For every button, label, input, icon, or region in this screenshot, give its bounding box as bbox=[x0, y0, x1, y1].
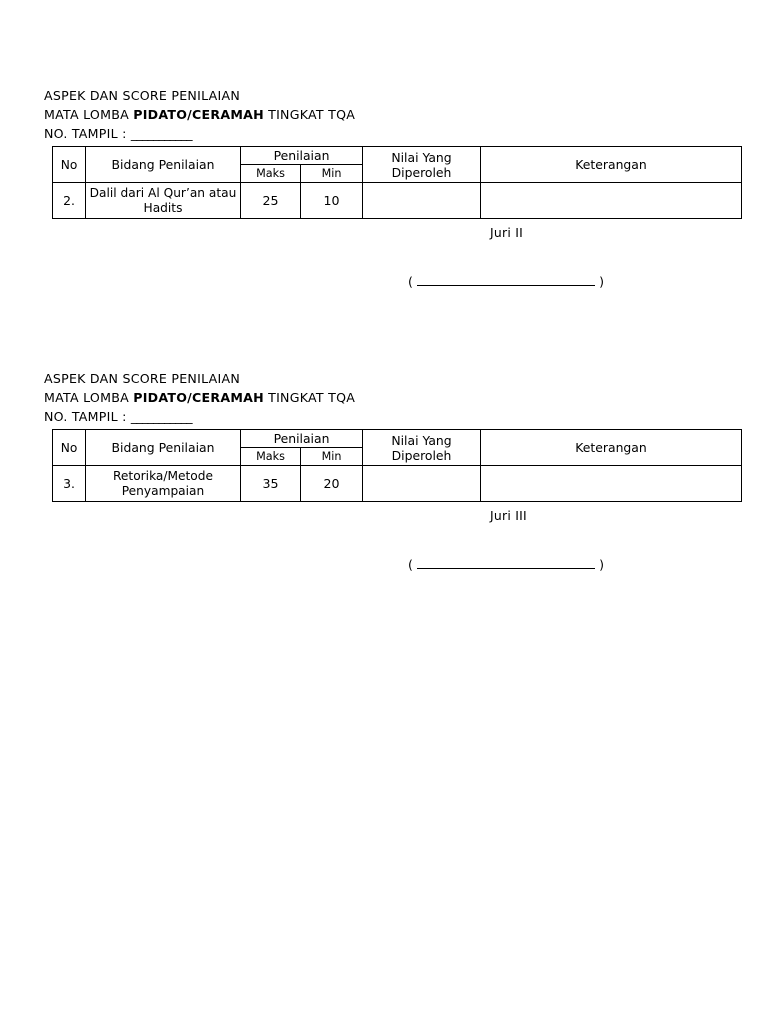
form-heading-2: ASPEK DAN SCORE PENILAIAN MATA LOMBA PID… bbox=[0, 369, 768, 426]
score-form-block-2: ASPEK DAN SCORE PENILAIAN MATA LOMBA PID… bbox=[0, 369, 768, 572]
form-title-suffix: TINGKAT TQA bbox=[263, 390, 356, 405]
signature-name-blank[interactable] bbox=[417, 559, 596, 569]
header-maks: Maks bbox=[240, 164, 301, 183]
header-nilai-yang-diperoleh: Nilai Yang Diperoleh bbox=[362, 146, 481, 183]
score-table-1: No Bidang Penilaian Penilaian Nilai Yang… bbox=[52, 146, 742, 219]
form-title-suffix: TINGKAT TQA bbox=[263, 107, 356, 122]
juri-label-1: Juri II bbox=[490, 225, 524, 240]
header-no: No bbox=[52, 429, 86, 466]
form-title-line-1: ASPEK DAN SCORE PENILAIAN bbox=[44, 88, 241, 103]
score-table-2: No Bidang Penilaian Penilaian Nilai Yang… bbox=[52, 429, 742, 502]
signature-open-paren: ( bbox=[408, 274, 414, 289]
header-keterangan: Keterangan bbox=[480, 429, 742, 466]
signature-close-paren: ) bbox=[599, 274, 605, 289]
table-row: 3. Retorika/Metode Penyampaian 35 20 bbox=[52, 465, 742, 502]
header-maks: Maks bbox=[240, 447, 301, 466]
form-title-competition: PIDATO/CERAMAH bbox=[133, 107, 264, 122]
header-penilaian: Penilaian bbox=[240, 146, 363, 165]
no-tampil-line: NO. TAMPIL : ___________ bbox=[44, 124, 768, 143]
cell-nilai-diperoleh-input[interactable] bbox=[362, 465, 481, 502]
signature-line-2: () bbox=[0, 557, 768, 572]
cell-keterangan-input[interactable] bbox=[480, 182, 742, 219]
header-keterangan: Keterangan bbox=[480, 146, 742, 183]
cell-bidang: Retorika/Metode Penyampaian bbox=[85, 465, 241, 502]
cell-keterangan-input[interactable] bbox=[480, 465, 742, 502]
cell-nilai-diperoleh-input[interactable] bbox=[362, 182, 481, 219]
score-form-block-1: ASPEK DAN SCORE PENILAIAN MATA LOMBA PID… bbox=[0, 86, 768, 289]
cell-no: 3. bbox=[52, 465, 86, 502]
signature-name-blank[interactable] bbox=[417, 276, 596, 286]
no-tampil-blank-field[interactable]: ___________ bbox=[130, 409, 193, 424]
cell-min: 10 bbox=[300, 182, 363, 219]
no-tampil-label: NO. TAMPIL : bbox=[44, 409, 131, 424]
header-bidang-penilaian: Bidang Penilaian bbox=[85, 429, 241, 466]
header-bidang-penilaian: Bidang Penilaian bbox=[85, 146, 241, 183]
signature-line-1: () bbox=[0, 274, 768, 289]
cell-no: 2. bbox=[52, 182, 86, 219]
header-min: Min bbox=[300, 164, 363, 183]
juri-label-2: Juri III bbox=[490, 508, 527, 523]
no-tampil-label: NO. TAMPIL : bbox=[44, 126, 131, 141]
header-penilaian: Penilaian bbox=[240, 429, 363, 448]
table-header-row-primary: No Bidang Penilaian Penilaian Nilai Yang… bbox=[52, 429, 742, 466]
cell-maks: 35 bbox=[240, 465, 301, 502]
cell-min: 20 bbox=[300, 465, 363, 502]
no-tampil-line: NO. TAMPIL : ___________ bbox=[44, 407, 768, 426]
signature-close-paren: ) bbox=[599, 557, 605, 572]
table-header-row-primary: No Bidang Penilaian Penilaian Nilai Yang… bbox=[52, 146, 742, 183]
signature-open-paren: ( bbox=[408, 557, 414, 572]
cell-bidang: Dalil dari Al Qur’an atau Hadits bbox=[85, 182, 241, 219]
form-title-competition: PIDATO/CERAMAH bbox=[133, 390, 264, 405]
form-title-line-2: MATA LOMBA PIDATO/CERAMAH TINGKAT TQA bbox=[44, 105, 768, 124]
form-title-line-2: MATA LOMBA PIDATO/CERAMAH TINGKAT TQA bbox=[44, 388, 768, 407]
form-title-prefix: MATA LOMBA bbox=[44, 107, 134, 122]
header-nilai-yang-diperoleh: Nilai Yang Diperoleh bbox=[362, 429, 481, 466]
table-row: 2. Dalil dari Al Qur’an atau Hadits 25 1… bbox=[52, 182, 742, 219]
form-heading-1: ASPEK DAN SCORE PENILAIAN MATA LOMBA PID… bbox=[0, 86, 768, 143]
no-tampil-blank-field[interactable]: ___________ bbox=[130, 126, 193, 141]
form-title-prefix: MATA LOMBA bbox=[44, 390, 134, 405]
cell-maks: 25 bbox=[240, 182, 301, 219]
form-title-line-1: ASPEK DAN SCORE PENILAIAN bbox=[44, 371, 241, 386]
header-min: Min bbox=[300, 447, 363, 466]
header-no: No bbox=[52, 146, 86, 183]
